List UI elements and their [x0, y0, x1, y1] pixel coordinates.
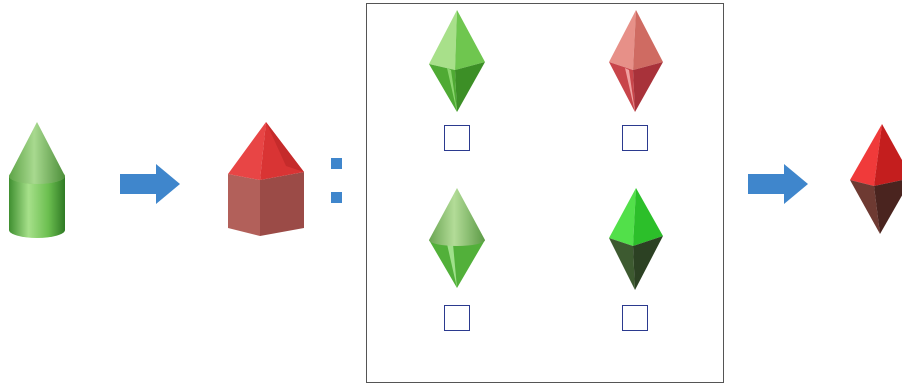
option-2-salmon-bipyramid[interactable]	[607, 8, 665, 114]
analogy-shape-red-house	[226, 120, 306, 238]
source-shape-green-cone-cylinder	[4, 118, 70, 240]
option-3-green-bicone[interactable]	[427, 186, 487, 290]
separator-colon: :	[330, 158, 344, 206]
arrow-right-icon	[748, 164, 810, 204]
option-1-green-bipyramid[interactable]	[427, 8, 487, 114]
option-4-checkbox[interactable]	[622, 305, 648, 331]
option-2-checkbox[interactable]	[622, 125, 648, 151]
options-panel	[366, 3, 724, 383]
target-shape-red-bipyramid	[848, 122, 902, 236]
option-1-checkbox[interactable]	[444, 125, 470, 151]
arrow-right-icon	[120, 164, 182, 204]
option-4-dark-green-bipyramid[interactable]	[607, 186, 665, 292]
option-3-checkbox[interactable]	[444, 305, 470, 331]
